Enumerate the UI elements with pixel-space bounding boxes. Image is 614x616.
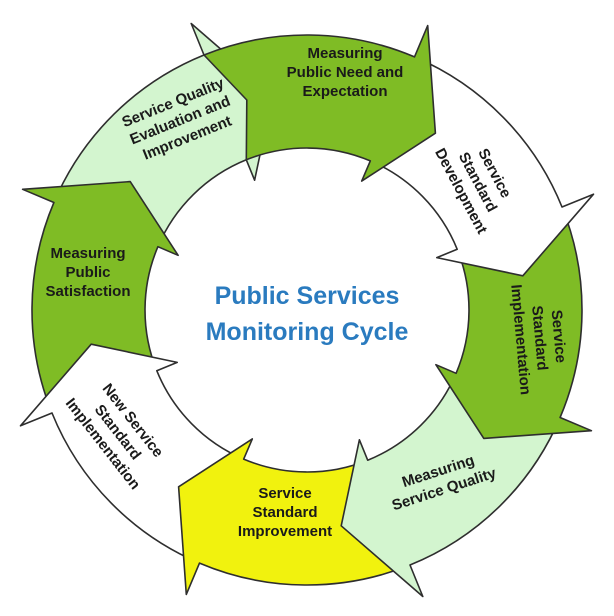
stage-label-5-line-2: Standard xyxy=(252,504,317,521)
stage-label-5-line-1: Service xyxy=(258,485,311,502)
cycle-segments xyxy=(19,22,595,598)
center-title-line-1: Public Services xyxy=(215,282,400,310)
stage-label-7-line-1: Measuring xyxy=(50,245,125,262)
stage-label-3-line-1: Service xyxy=(548,309,570,364)
stage-label-5-line-3: Improvement xyxy=(238,523,332,540)
stage-label-7-line-2: Public xyxy=(65,264,110,281)
stage-label-1-line-2: Public Need and xyxy=(287,64,404,81)
stage-label-1-line-1: Measuring xyxy=(307,45,382,62)
stage-label-3-line-2: Standard xyxy=(528,305,551,371)
stage-label-1-line-3: Expectation xyxy=(302,83,387,100)
stage-label-7-line-3: Satisfaction xyxy=(45,283,130,300)
center-title-line-2: Monitoring Cycle xyxy=(206,318,409,346)
cycle-arrow-1 xyxy=(203,24,437,182)
